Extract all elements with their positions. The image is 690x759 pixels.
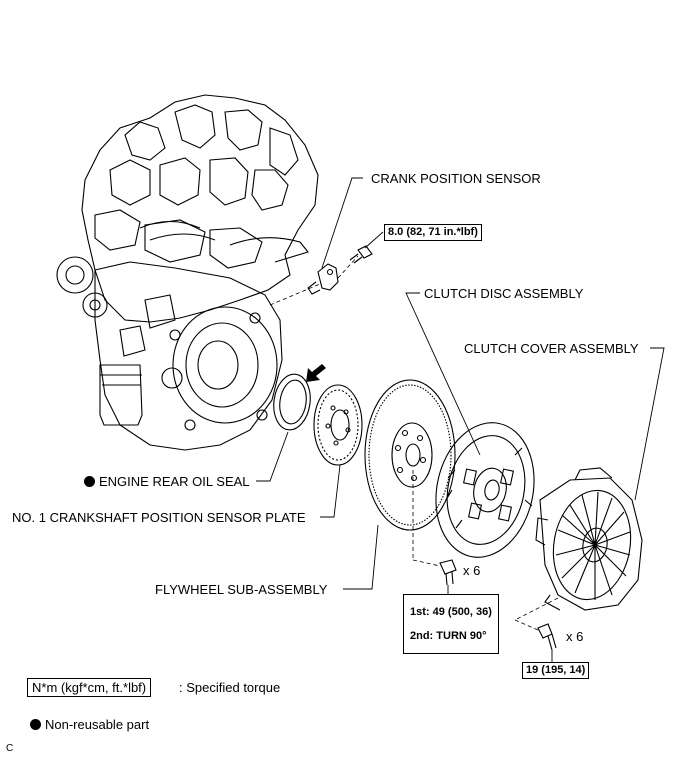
label-clutch-disc-assembly: CLUTCH DISC ASSEMBLY <box>424 286 584 301</box>
clutch-disc-drawing <box>435 422 535 558</box>
label-sensor-plate: NO. 1 CRANKSHAFT POSITION SENSOR PLATE <box>12 510 306 525</box>
alignment-dashes <box>269 255 559 631</box>
oil-seal-install-arrow <box>306 364 326 382</box>
clutch-cover-drawing <box>535 467 643 611</box>
corner-code: C <box>6 743 14 754</box>
label-engine-rear-oil-seal: ENGINE REAR OIL SEAL <box>84 474 250 489</box>
non-reusable-dot-icon <box>84 476 95 487</box>
engine-rear-oil-seal-text: ENGINE REAR OIL SEAL <box>99 474 250 489</box>
legend-non-reusable-text: Non-reusable part <box>45 717 150 732</box>
crank-position-sensor-drawing <box>307 263 339 295</box>
torque-sensor-bolt: 8.0 (82, 71 in.*lbf) <box>384 224 482 241</box>
sensor-plate-drawing <box>313 384 363 466</box>
torque-flywheel-2nd: 2nd: TURN 90° <box>410 630 487 642</box>
flywheel-bolt-drawing <box>439 559 457 586</box>
qty-cover-bolts: x 6 <box>566 629 584 644</box>
legend-non-reusable: Non-reusable part <box>30 717 149 732</box>
torque-cover-bolt: 19 (195, 14) <box>522 662 590 679</box>
torque-flywheel-1st: 1st: 49 (500, 36) <box>410 606 492 618</box>
cover-bolt-drawing <box>537 623 557 651</box>
sensor-bolt-drawing <box>349 245 373 264</box>
legend-dot-icon <box>30 719 41 730</box>
flywheel-drawing <box>364 379 456 531</box>
torque-flywheel-bolt: 1st: 49 (500, 36) 2nd: TURN 90° <box>403 594 499 654</box>
qty-flywheel-bolts: x 6 <box>463 563 481 578</box>
label-flywheel: FLYWHEEL SUB-ASSEMBLY <box>155 582 328 597</box>
label-crank-position-sensor: CRANK POSITION SENSOR <box>371 171 541 186</box>
leader-lines <box>256 177 665 662</box>
label-clutch-cover-assembly: CLUTCH COVER ASSEMBLY <box>464 341 639 356</box>
legend-torque-desc: : Specified torque <box>179 680 281 695</box>
legend-torque-unit: N*m (kgf*cm, ft.*lbf) <box>27 678 152 697</box>
engine-rear-oil-seal-drawing <box>273 373 311 431</box>
engine-block-drawing <box>56 94 319 451</box>
